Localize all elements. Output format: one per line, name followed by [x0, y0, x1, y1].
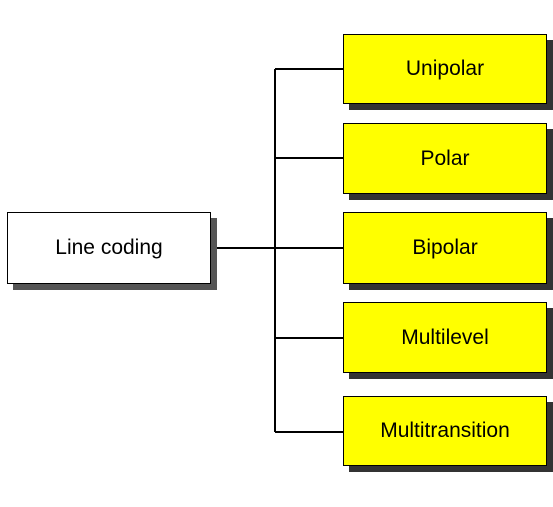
- child-node-label: Bipolar: [412, 236, 478, 259]
- child-node-label: Multitransition: [380, 419, 510, 442]
- child-node-label: Multilevel: [401, 325, 489, 349]
- child-node-bipolar: Bipolar: [343, 212, 547, 284]
- child-node-label: Polar: [420, 146, 470, 170]
- root-node-line-coding: Line coding: [7, 212, 211, 284]
- child-node-polar: Polar: [343, 123, 547, 194]
- child-node-unipolar: Unipolar: [343, 34, 547, 104]
- child-node-multilevel: Multilevel: [343, 302, 547, 373]
- root-node-label: Line coding: [55, 236, 163, 259]
- child-node-multitransition: Multitransition: [343, 396, 547, 466]
- child-node-label: Unipolar: [405, 57, 485, 80]
